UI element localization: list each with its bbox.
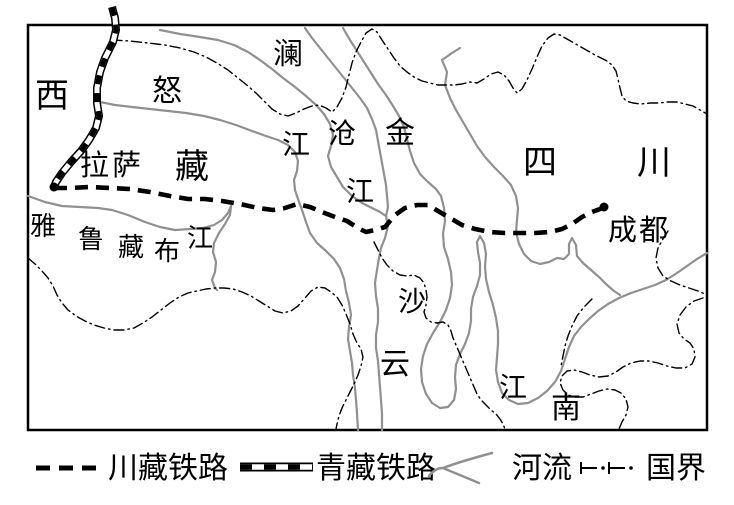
borders-layer — [27, 28, 708, 430]
legend-label-qinghai-tibet-railway: 青藏铁路 — [316, 452, 436, 485]
legend-item-river: 河流 — [427, 451, 572, 485]
legend-border-dot1 — [601, 466, 605, 470]
legend-border-dot2 — [629, 466, 633, 470]
label-lancangjiang-char1: 澜 — [273, 38, 303, 71]
label-jinshajiang-char3: 江 — [499, 372, 527, 404]
river-yalong-min-line — [440, 58, 622, 297]
label-lancangjiang-char2: 沧 — [328, 118, 356, 150]
label-yarlung-char1: 雅 — [30, 212, 56, 241]
river-jinshajiang-line — [341, 26, 709, 410]
boundary-southeast-upper — [655, 230, 706, 295]
legend-label-sichuan-tibet-railway: 川藏铁路 — [108, 452, 228, 485]
national-border-north — [111, 28, 708, 117]
label-sichuan-char1: 四 — [523, 145, 557, 182]
river-nujiang-line — [98, 100, 360, 432]
label-lasa-city: 拉萨 — [80, 149, 144, 182]
river-yarlung-zangbo-line — [26, 194, 233, 292]
label-yarlung-char2: 鲁 — [78, 225, 104, 254]
legend: 川藏铁路 青藏铁路 河流 国界 — [36, 451, 706, 485]
legend-river-symbol-branch — [441, 466, 481, 485]
legend-river-symbol-tail — [427, 466, 445, 478]
legend-label-river: 河流 — [512, 452, 572, 485]
label-nujiang-char1: 怒 — [152, 75, 182, 108]
label-nujiang-char2: 江 — [282, 129, 310, 161]
map-frame — [26, 23, 709, 432]
labels-layer: 西 藏 四 川 云 南 怒 江 澜 沧 江 金 沙 江 雅 鲁 藏 布 江 拉萨… — [30, 38, 671, 425]
label-yarlung-char5: 江 — [187, 224, 213, 253]
lasa-city-dot — [49, 182, 59, 192]
rivers-layer — [26, 26, 709, 432]
label-xizang-char2: 藏 — [175, 148, 209, 186]
national-border-southwest — [27, 257, 364, 430]
label-chengdu-city: 成都 — [608, 214, 670, 247]
sichuan-tibet-railway-line — [54, 184, 606, 236]
label-yunnan-char1: 云 — [380, 348, 410, 381]
legend-river-symbol-main — [441, 451, 494, 470]
river-yalong-source-branch-line — [440, 46, 462, 62]
label-jinshajiang-char1: 金 — [385, 117, 415, 150]
label-lancangjiang-char3: 江 — [346, 176, 374, 208]
boundary-southeast-spur — [560, 298, 593, 367]
qinghai-tibet-railway-line — [50, 5, 120, 189]
legend-label-national-border: 国界 — [646, 452, 706, 485]
qinghai-tibet-railway-inner — [51, 6, 119, 188]
label-yarlung-char4: 布 — [154, 237, 180, 266]
river-lancangjiang-line — [158, 28, 390, 432]
boundary-southeast-loop — [559, 297, 704, 430]
label-yarlung-char3: 藏 — [118, 233, 144, 262]
boundary-south-central — [373, 241, 506, 430]
legend-item-sichuan-tibet-railway: 川藏铁路 — [36, 452, 228, 485]
label-jinshajiang-char2: 沙 — [398, 287, 426, 318]
legend-item-national-border: 国界 — [580, 452, 706, 485]
label-yunnan-char2: 南 — [551, 392, 581, 425]
chengdu-city-dot — [599, 202, 609, 212]
label-sichuan-char2: 川 — [637, 145, 671, 182]
river-lancang-upper-branch-line — [303, 26, 390, 218]
legend-item-qinghai-tibet-railway: 青藏铁路 — [240, 452, 436, 485]
label-xizang-char1: 西 — [35, 78, 69, 115]
